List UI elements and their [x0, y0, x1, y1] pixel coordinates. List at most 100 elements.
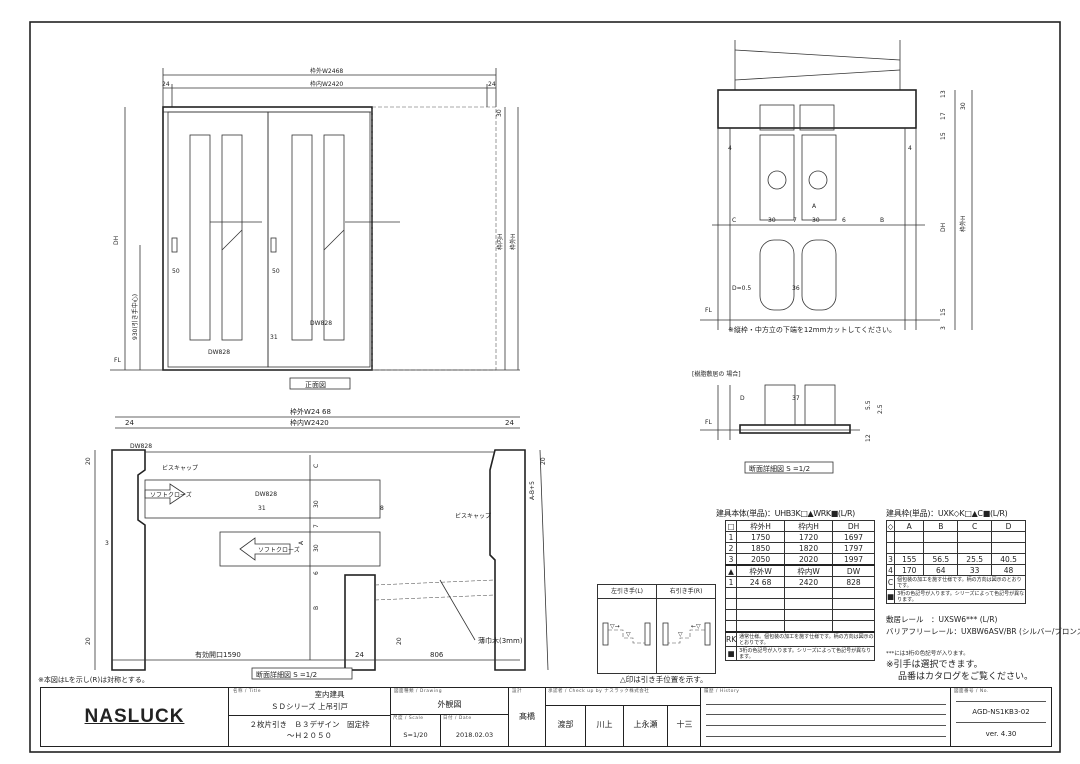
elevation-dw: DW828 [208, 349, 230, 356]
table_body-header1-3: DH [832, 520, 875, 532]
handle-left-label: 左引き手(L) [598, 585, 657, 599]
handle-direction-box: 左引き手(L) 右引き手(R) ▽→▽ ←▽▽ [597, 584, 716, 674]
plan-b: B [313, 606, 320, 610]
sheet-border [29, 21, 1061, 753]
plan-d806: 806 [430, 651, 444, 659]
table_frame-rows-0-4: 40.5 [991, 553, 1026, 565]
table_body-rows2-0-3: 828 [832, 576, 875, 588]
barrier-free-rail: バリアフリーレール：UXBW6ASV/BR (シルバー/ブロンズ) [886, 627, 1080, 636]
elevation-dh: DH [113, 236, 120, 245]
plan-dw: DW828 [130, 443, 152, 450]
table_body-sq_label: ■ [724, 646, 738, 661]
elevation-d50: 50 [172, 268, 180, 275]
table_body-rows1-0-2: 1720 [784, 531, 834, 543]
detail-n30: 30 [812, 217, 820, 224]
detail-note: ※縦枠・中方立の下端を12mmカットしてください。 [728, 325, 896, 334]
title_block-drawing_label: 図面種類 / Drawing [394, 689, 443, 694]
plan-section: 枠外W24 68 枠内W2420 24 24 DW828 DW828 31 ソフ… [38, 407, 549, 684]
detail-d4: 4 [908, 145, 912, 152]
detail-d15: 15 [940, 132, 947, 140]
detail-d37: 37 [792, 395, 800, 402]
table_frame-header-0: ◇ [885, 520, 896, 532]
table_body-rows1-1-2: 1820 [784, 542, 834, 554]
detail-d17: 17 [940, 112, 947, 120]
table_body-rows1-1-1: 1850 [736, 542, 786, 554]
elevation-d31: 31 [270, 334, 278, 341]
detail-outer_h: 枠外H [959, 215, 967, 232]
detail-resin_title: [樹脂敷居の 場合] [692, 370, 741, 378]
table_body-header1-0: □ [724, 520, 738, 532]
plan-caption: 断面詳細図 S =1/2 [256, 670, 317, 679]
table_frame-rows-1-1: 170 [894, 564, 925, 576]
table_frame-rows-0-3: 25.5 [957, 553, 993, 565]
detail-d4: 4 [728, 145, 732, 152]
table_body-header1-2: 枠内H [784, 520, 834, 532]
checker: 渡部 [546, 705, 586, 746]
detail-dh: DH [940, 223, 947, 232]
detail-b: B [880, 217, 884, 224]
nasluck-logo: NASLUCK [41, 688, 229, 746]
table_body-rows1-2-3: 1997 [832, 553, 875, 566]
detail-a: A [812, 203, 817, 210]
checker: 上永瀬 [624, 705, 668, 746]
detail-n30: 30 [768, 217, 776, 224]
detail-fl: FL [705, 419, 712, 426]
detail-c: C [732, 217, 736, 224]
table_frame-header-2: B [923, 520, 959, 532]
plan-d30: 30 [313, 500, 320, 508]
title-line-3: ２枚片引き Ｂ３デザイン 固定枠 [229, 715, 390, 730]
detail-d12: 12 [865, 434, 872, 442]
handle-right-label: 右引き手(R) [657, 585, 715, 599]
checker: 川上 [586, 705, 624, 746]
plan-margin: 24 [125, 419, 134, 427]
title_block-no_label: 図面番号 / No. [954, 689, 989, 694]
table_body-rows2-0-2: 2420 [784, 576, 834, 588]
plan-opening: 有効開口1590 [195, 650, 241, 659]
table_body-sq_note: 3桁の色記号が入ります。シリーズによって色記号が異なります。 [736, 646, 875, 661]
front-elevation: 枠外W2468 枠内W2420 24 24 DH 930(引き手中心) 枠外H … [110, 67, 520, 390]
plan-screw_cap: ビスキャップ [162, 464, 198, 472]
table_body-rk_label: RK [724, 631, 738, 647]
detail-caption: 断面詳細図 S =1/2 [749, 464, 810, 473]
plan-d20: 20 [85, 637, 92, 645]
table_frame-sq_label: ■ [885, 589, 896, 604]
title-line-2: ＳＤシリーズ 上吊引戸 [270, 702, 348, 711]
title_block-date_label: 日付 / Date [443, 716, 472, 721]
detail-n7: 7 [793, 217, 797, 224]
elevation-inner_h: 枠内H [496, 233, 504, 250]
table_frame-rows-0-1: 155 [894, 553, 925, 565]
elevation-margin: 24 [488, 81, 496, 88]
table_body-header2-3: DW [832, 564, 875, 577]
plan-d30: 30 [313, 544, 320, 552]
table_frame-rows-1-3: 33 [957, 564, 993, 576]
table_frame-rows-1-0: 4 [885, 564, 896, 576]
table_frame-rows-0-2: 56.5 [923, 553, 959, 565]
detail-d3: 3 [940, 326, 947, 330]
drawing-type: 外観図 [437, 700, 462, 709]
table_frame-header-1: A [894, 520, 925, 532]
handle-diagram-icon: ▽→▽ ←▽▽ [602, 622, 711, 646]
title_block-scale_label: 尺度 / Scale [393, 716, 424, 721]
title_block-check_label: 承認者 / Check up by ナスラック株式会社 [548, 689, 650, 694]
title_block-designer_label: 設計 [512, 689, 522, 694]
title-line-1: 室内建具 [314, 690, 345, 699]
plan-d20: 20 [540, 457, 547, 465]
table_frame-rows-0-0: 3 [885, 553, 896, 565]
plan-c: C [313, 464, 320, 468]
detail-d55: 5.5 [865, 400, 872, 410]
plan-d6: 6 [313, 571, 320, 575]
detail-d13: 13 [940, 90, 947, 98]
title_block-title_label: 名称 / Title [233, 689, 262, 694]
elevation-margin: 24 [162, 81, 170, 88]
plan-soft_close: ソフトクローズ [150, 491, 192, 499]
frame-table-title: 建具枠(単品)：UXK◇K□▲C■(L/R) [886, 509, 1008, 518]
checker: 十三 [668, 705, 701, 746]
table_body-rows1-0-1: 1750 [736, 531, 786, 543]
elevation-outer_h: 枠外H [509, 233, 517, 250]
table_body-header2-0: ▲ [724, 564, 738, 577]
table_frame-header-4: D [991, 520, 1026, 532]
